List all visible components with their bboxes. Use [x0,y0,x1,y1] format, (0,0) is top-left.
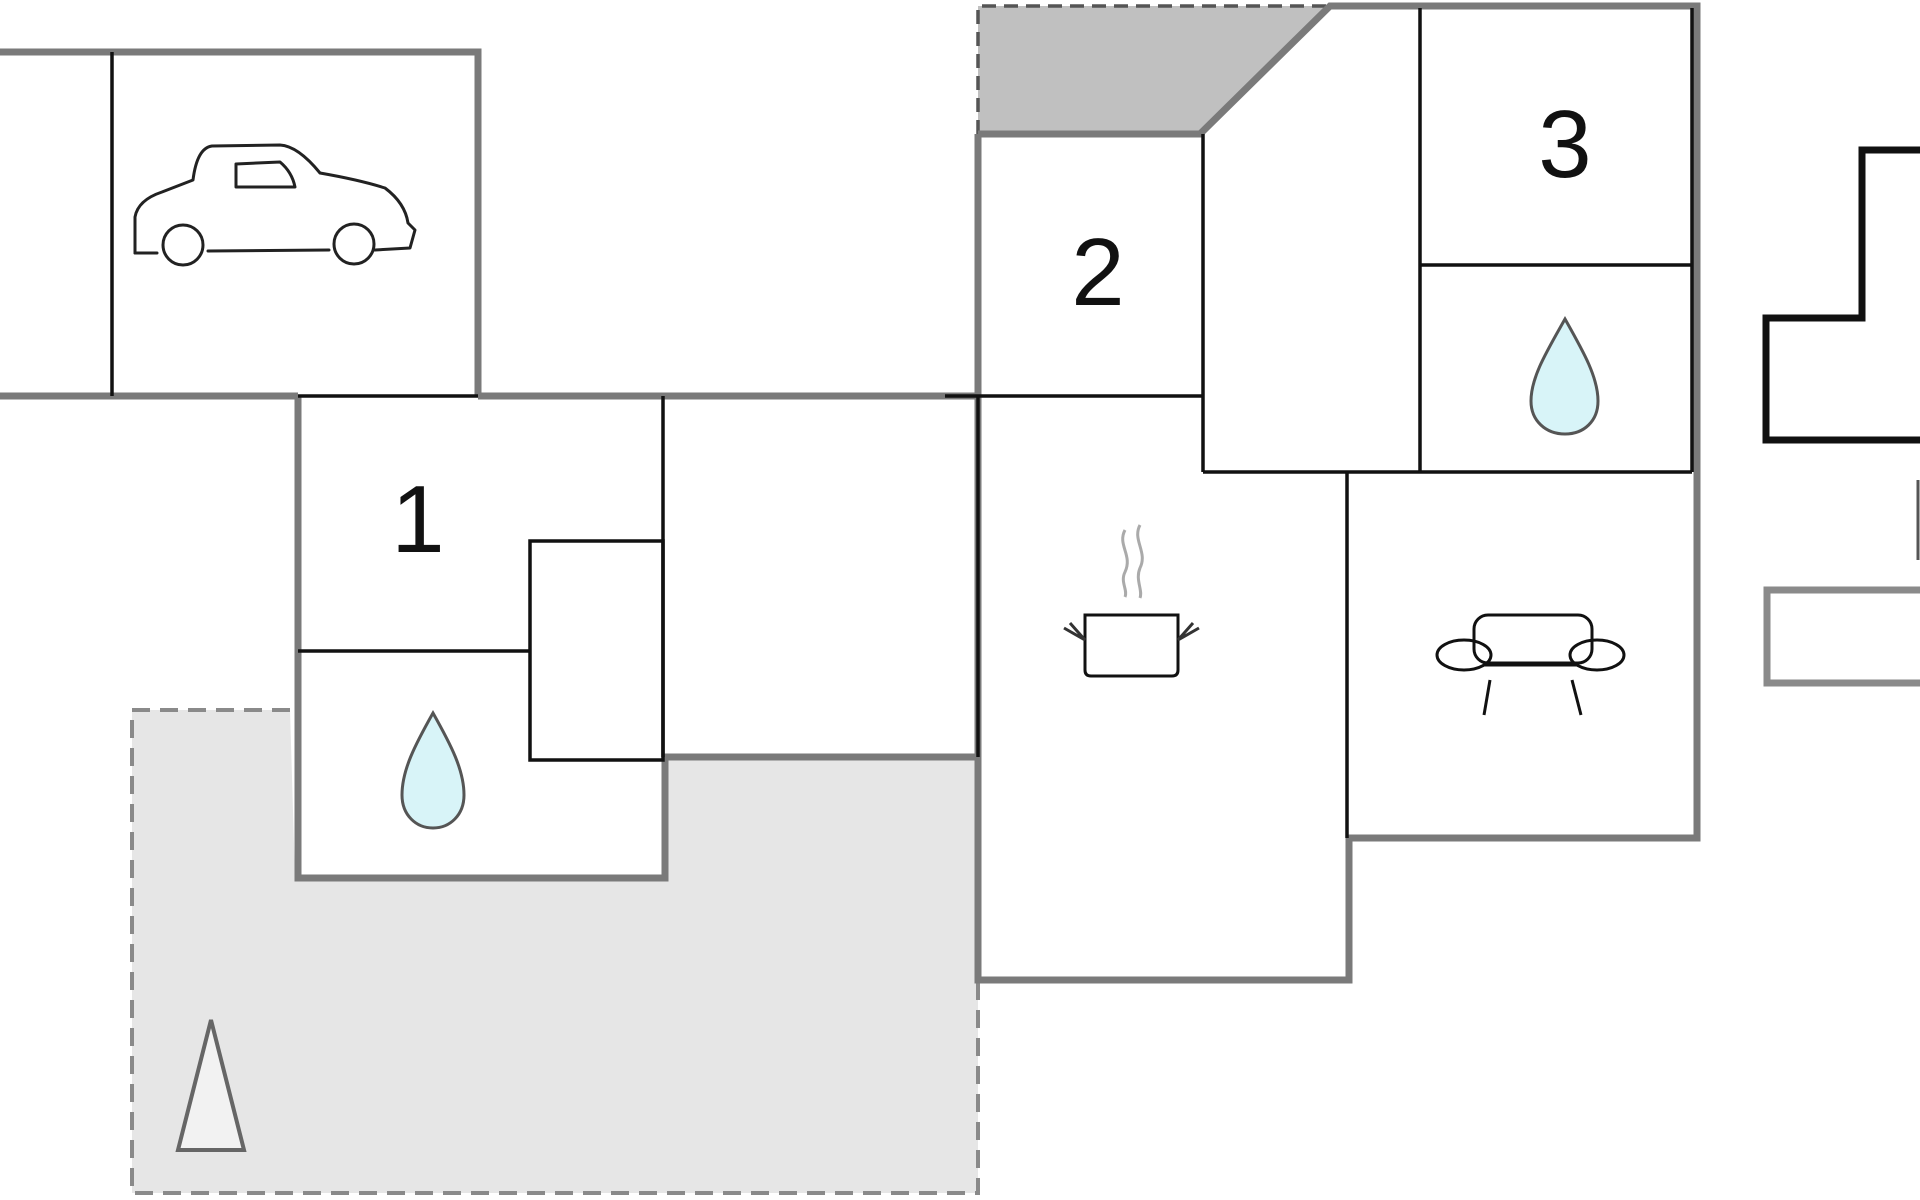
garage [0,48,482,400]
cooking-pot-icon [1063,524,1200,678]
terrace-area [130,708,980,1195]
room-label-3: 3 [1538,91,1591,198]
sofa-icon [1435,613,1626,716]
room-label-2: 2 [1071,219,1124,326]
water-drop-icon [400,709,466,830]
water-drop-icon [1529,315,1600,436]
interior-walls [298,8,1694,838]
adjacent-building [1762,146,1920,687]
room-label-1: 1 [391,466,444,573]
roof-area [976,4,1348,134]
north-arrow-icon [175,1019,247,1152]
car-icon [133,143,417,267]
outer-walls [294,2,1701,984]
